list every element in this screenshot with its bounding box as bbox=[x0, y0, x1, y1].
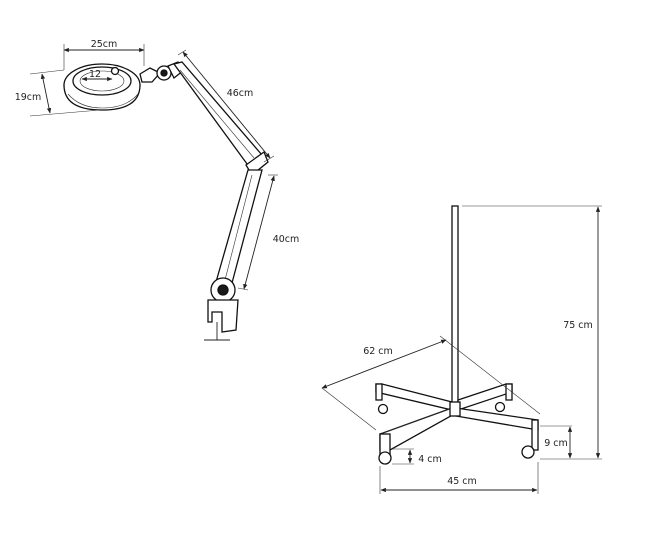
dim-base-diagonal: 62 cm bbox=[321, 335, 541, 431]
head-depth-label: 19cm bbox=[15, 92, 42, 103]
base-arm-front-right bbox=[455, 407, 539, 459]
magnifier-lamp-drawing: 25cm 12 19cm 46cm 40cm bbox=[15, 39, 300, 341]
base-width-label: 45 cm bbox=[447, 476, 477, 487]
dim-upper-arm: 46cm bbox=[177, 49, 275, 163]
caster-height-label: 4 cm bbox=[418, 454, 442, 465]
dim-pole-height: 75 cm bbox=[462, 205, 602, 460]
upper-arm-label: 46cm bbox=[227, 88, 254, 99]
lamp-head bbox=[63, 63, 141, 111]
dim-caster-height: 4 cm bbox=[392, 448, 442, 465]
dim-head-width: 25cm bbox=[63, 39, 145, 70]
base-hub bbox=[449, 401, 461, 417]
upper-arm bbox=[172, 61, 269, 176]
head-width-label: 25cm bbox=[91, 39, 118, 50]
base-diagonal-label: 62 cm bbox=[363, 346, 393, 357]
base-arm-back-right bbox=[457, 383, 513, 413]
dim-base-height: 9 cm bbox=[540, 425, 573, 459]
dim-base-width: 45 cm bbox=[379, 462, 539, 494]
base-height-label: 9 cm bbox=[544, 438, 568, 449]
base-arm-back-left bbox=[375, 383, 453, 415]
dim-lens-diameter: 12 bbox=[81, 69, 113, 82]
lower-arm-label: 40cm bbox=[273, 234, 300, 245]
lens-diameter-label: 12 bbox=[89, 69, 101, 80]
lower-arm bbox=[215, 169, 263, 284]
dim-head-depth: 19cm bbox=[15, 69, 101, 117]
floor-stand-drawing: 62 cm 75 cm 9 cm 4 cm 45 cm bbox=[321, 205, 602, 494]
pole-height-label: 75 cm bbox=[563, 320, 593, 331]
desk-clamp bbox=[204, 277, 239, 341]
dim-lower-arm: 40cm bbox=[237, 174, 300, 291]
stand-pole bbox=[451, 205, 459, 411]
